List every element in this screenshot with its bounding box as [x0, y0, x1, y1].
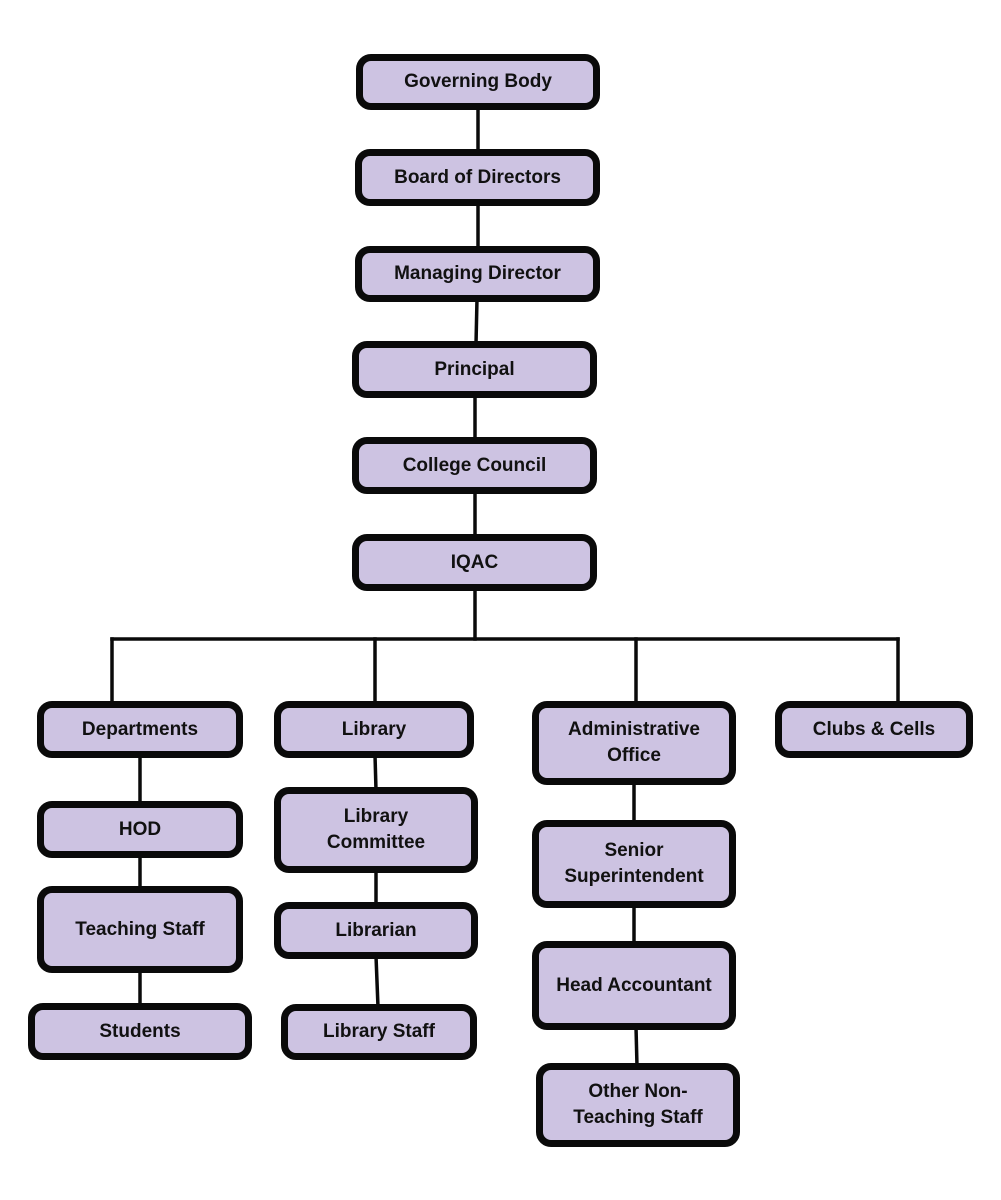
node-label: Principal	[434, 358, 515, 380]
node-label-line: Administrative	[568, 719, 700, 740]
node-label-line: Superintendent	[564, 866, 704, 887]
node-label: IQAC	[450, 551, 499, 573]
node-administrative-office: Administrative Office	[532, 701, 736, 785]
connector	[474, 297, 479, 346]
node-label: Students	[99, 1020, 181, 1042]
node-label-line: Office	[607, 745, 661, 766]
connector	[373, 753, 378, 792]
node-label: Teaching Staff	[75, 918, 205, 940]
node-iqac: IQAC	[352, 534, 597, 591]
node-label: Library	[341, 718, 407, 740]
node-label-line: Committee	[326, 832, 426, 853]
node-librarian: Librarian	[274, 902, 478, 959]
connector	[374, 954, 380, 1009]
node-governing-body: Governing Body	[356, 54, 600, 110]
node-principal: Principal	[352, 341, 597, 398]
node-library-committee: Library Committee	[274, 787, 478, 873]
node-label: HOD	[118, 818, 162, 840]
node-label-line: Library	[343, 806, 409, 827]
node-hod: HOD	[37, 801, 243, 858]
node-label: Head Accountant	[556, 974, 712, 996]
node-library: Library	[274, 701, 474, 758]
node-students: Students	[28, 1003, 252, 1060]
node-label: Library Staff	[323, 1021, 435, 1042]
node-board-of-directors: Board of Directors	[355, 149, 600, 206]
node-label: Governing Body	[404, 71, 552, 92]
node-label-line: Other Non-	[588, 1081, 688, 1102]
node-head-accountant: Head Accountant	[532, 941, 736, 1030]
node-label: College Council	[402, 454, 547, 476]
node-clubs-cells: Clubs & Cells	[775, 701, 973, 758]
node-teaching-staff: Teaching Staff	[37, 886, 243, 973]
node-other-non-teaching-staff: Other Non- Teaching Staff	[536, 1063, 740, 1147]
node-label: Managing Director	[394, 263, 561, 284]
node-label: Board of Directors	[394, 166, 561, 188]
node-college-council: College Council	[352, 437, 597, 494]
node-departments: Departments	[37, 701, 243, 758]
node-label: Clubs & Cells	[812, 718, 936, 740]
connector	[634, 1025, 639, 1068]
node-label: Departments	[81, 718, 199, 740]
node-senior-superintendent: Senior Superintendent	[532, 820, 736, 908]
node-library-staff: Library Staff	[281, 1004, 477, 1060]
node-label: Librarian	[335, 919, 417, 941]
node-label-line: Teaching Staff	[573, 1107, 703, 1128]
node-label-line: Senior	[604, 840, 664, 861]
node-managing-director: Managing Director	[355, 246, 600, 302]
